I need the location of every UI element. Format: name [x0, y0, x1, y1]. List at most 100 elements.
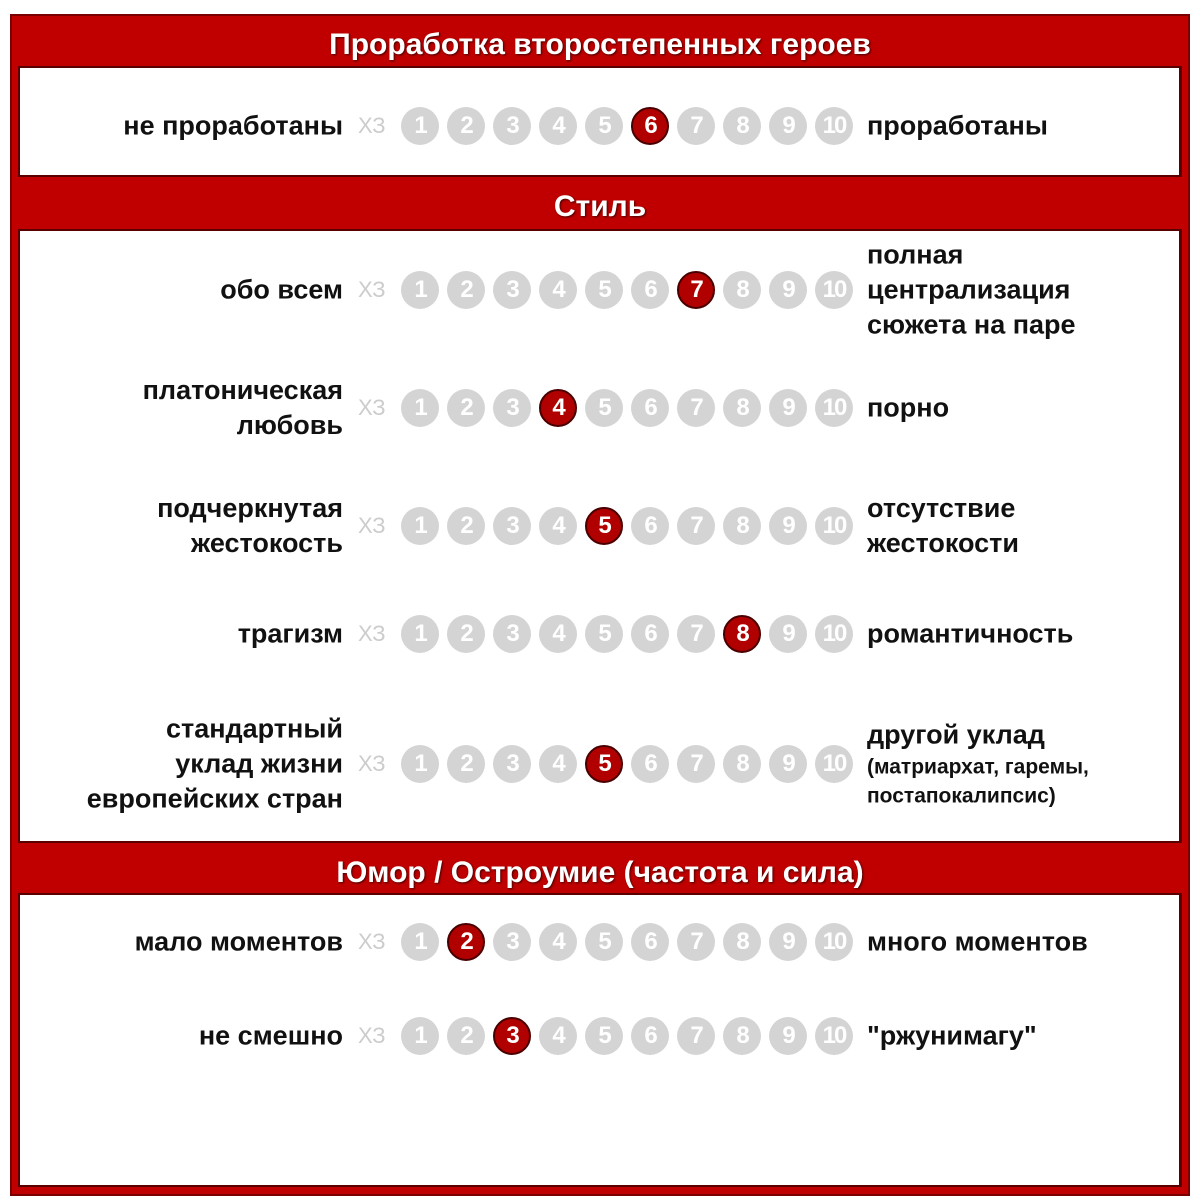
- rating-circle[interactable]: 7: [677, 745, 715, 783]
- rating-circle[interactable]: 1: [401, 507, 439, 545]
- rating-circle[interactable]: 5: [585, 271, 623, 309]
- rating-circle[interactable]: 9: [769, 389, 807, 427]
- rating-circle[interactable]: 6: [631, 271, 669, 309]
- rating-circle[interactable]: 6: [631, 615, 669, 653]
- rating-circle[interactable]: 10: [815, 107, 853, 145]
- rating-circle-selected[interactable]: 6: [631, 107, 669, 145]
- rating-circle[interactable]: 10: [815, 1017, 853, 1055]
- left-label-line: не смешно: [198, 1020, 343, 1051]
- rating-circle[interactable]: 10: [815, 271, 853, 309]
- rating-circle[interactable]: 6: [631, 389, 669, 427]
- rating-circle[interactable]: 8: [723, 271, 761, 309]
- rating-circle[interactable]: 1: [401, 923, 439, 961]
- rating-circle[interactable]: 4: [539, 615, 577, 653]
- rating-circle[interactable]: 6: [631, 745, 669, 783]
- right-label: романтичность: [867, 617, 1073, 652]
- rating-circle[interactable]: 1: [401, 271, 439, 309]
- rating-circle[interactable]: 3: [493, 389, 531, 427]
- unknown-option[interactable]: ХЗ: [358, 929, 386, 954]
- rating-circle[interactable]: 5: [585, 107, 623, 145]
- rating-circle[interactable]: 6: [631, 507, 669, 545]
- rating-circle[interactable]: 7: [677, 507, 715, 545]
- rating-circle[interactable]: 5: [585, 389, 623, 427]
- unknown-option[interactable]: ХЗ: [358, 621, 386, 646]
- rating-circle[interactable]: 7: [677, 923, 715, 961]
- rating-circle[interactable]: 8: [723, 507, 761, 545]
- rating-circle[interactable]: 1: [401, 107, 439, 145]
- rating-circle[interactable]: 8: [723, 1017, 761, 1055]
- rating-circle[interactable]: 8: [723, 745, 761, 783]
- rating-circle[interactable]: 3: [493, 507, 531, 545]
- rating-circle-selected[interactable]: 4: [539, 389, 577, 427]
- rating-circle[interactable]: 4: [539, 745, 577, 783]
- rating-circle-selected[interactable]: 5: [585, 745, 623, 783]
- unknown-option[interactable]: ХЗ: [358, 113, 386, 138]
- rating-circle[interactable]: 8: [723, 389, 761, 427]
- rating-circle[interactable]: 2: [447, 507, 485, 545]
- rating-circle[interactable]: 10: [815, 923, 853, 961]
- rating-circle[interactable]: 10: [815, 389, 853, 427]
- rating-circle-selected[interactable]: 2: [447, 923, 485, 961]
- rating-circle[interactable]: 4: [539, 1017, 577, 1055]
- rating-circle[interactable]: 7: [677, 1017, 715, 1055]
- rating-circle[interactable]: 9: [769, 107, 807, 145]
- right-label-line: романтичность: [867, 618, 1074, 649]
- rating-circle[interactable]: 2: [447, 745, 485, 783]
- rating-circle[interactable]: 3: [493, 615, 531, 653]
- rating-circle[interactable]: 1: [401, 1017, 439, 1055]
- rating-circle[interactable]: 7: [677, 107, 715, 145]
- rating-circle[interactable]: 4: [539, 271, 577, 309]
- rating-circle[interactable]: 10: [815, 615, 853, 653]
- rating-circle[interactable]: 2: [447, 1017, 485, 1055]
- left-label-line: трагизм: [237, 618, 343, 649]
- rating-circle[interactable]: 2: [447, 271, 485, 309]
- rating-circle[interactable]: 4: [539, 507, 577, 545]
- rating-circle[interactable]: 8: [723, 107, 761, 145]
- rating-circle[interactable]: 1: [401, 389, 439, 427]
- rating-circle[interactable]: 2: [447, 389, 485, 427]
- rating-circle[interactable]: 3: [493, 923, 531, 961]
- unknown-option[interactable]: ХЗ: [358, 395, 386, 420]
- rating-circle[interactable]: 7: [677, 615, 715, 653]
- rating-circle[interactable]: 9: [769, 745, 807, 783]
- rating-circle[interactable]: 5: [585, 923, 623, 961]
- rating-circle-selected[interactable]: 7: [677, 271, 715, 309]
- unknown-option[interactable]: ХЗ: [358, 1023, 386, 1048]
- rating-circle-selected[interactable]: 8: [723, 615, 761, 653]
- left-label: не проработаны: [123, 109, 343, 144]
- left-label-line: не проработаны: [123, 110, 343, 141]
- rating-circle-selected[interactable]: 5: [585, 507, 623, 545]
- rating-circle[interactable]: 9: [769, 615, 807, 653]
- right-label-line: отсутствие: [867, 493, 1016, 523]
- rating-circle[interactable]: 3: [493, 271, 531, 309]
- rating-circle[interactable]: 5: [585, 615, 623, 653]
- rating-circle[interactable]: 9: [769, 271, 807, 309]
- rating-circle[interactable]: 7: [677, 389, 715, 427]
- rating-circle[interactable]: 3: [493, 745, 531, 783]
- rating-circle[interactable]: 1: [401, 615, 439, 653]
- rating-circle[interactable]: 8: [723, 923, 761, 961]
- left-label-line: любовь: [236, 410, 343, 440]
- rating-circle[interactable]: 3: [493, 107, 531, 145]
- right-label: "ржунимагу": [867, 1019, 1037, 1054]
- rating-circle[interactable]: 9: [769, 507, 807, 545]
- rating-circle[interactable]: 9: [769, 923, 807, 961]
- rating-circle[interactable]: 9: [769, 1017, 807, 1055]
- unknown-option[interactable]: ХЗ: [358, 513, 386, 538]
- rating-circle[interactable]: 6: [631, 923, 669, 961]
- unknown-option[interactable]: ХЗ: [358, 277, 386, 302]
- unknown-option[interactable]: ХЗ: [358, 751, 386, 776]
- rating-circle[interactable]: 5: [585, 1017, 623, 1055]
- rating-circle[interactable]: 6: [631, 1017, 669, 1055]
- rating-circle[interactable]: 1: [401, 745, 439, 783]
- rating-circle[interactable]: 4: [539, 923, 577, 961]
- rating-circle[interactable]: 10: [815, 507, 853, 545]
- rating-circle[interactable]: 2: [447, 615, 485, 653]
- rating-circle[interactable]: 10: [815, 745, 853, 783]
- rating-circle[interactable]: 2: [447, 107, 485, 145]
- right-label-line: другой уклад: [867, 719, 1045, 750]
- rating-circle-selected[interactable]: 3: [493, 1017, 531, 1055]
- rating-circle[interactable]: 4: [539, 107, 577, 145]
